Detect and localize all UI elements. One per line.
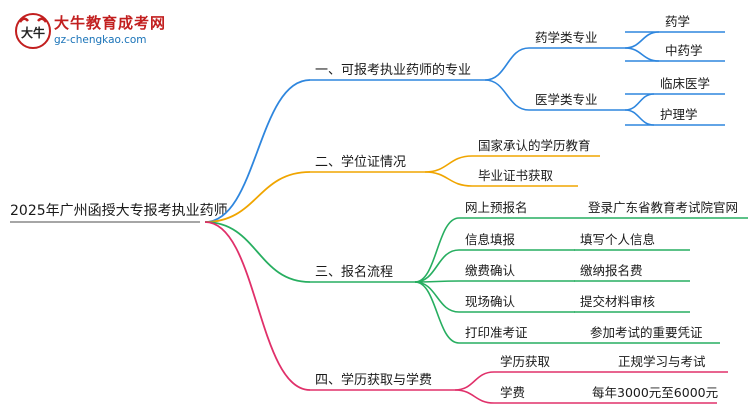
branch-3-child-1-leaf-1-label: 登录广东省教育考试院官网	[588, 200, 738, 215]
branch-3-connector	[204, 221, 311, 283]
root-node-label: 2025年广州函授大专报考执业药师	[10, 203, 228, 219]
branch-3-child-5-leaf-1-label: 参加考试的重要凭证	[590, 325, 703, 340]
branch-4-child-2-connector	[454, 389, 495, 404]
branch-1-child-1-leaf-2-label: 中药学	[665, 43, 703, 58]
branch-3-child-5-connector	[414, 281, 460, 344]
branch-4-child-2-leaf-1-label: 每年3000元至6000元	[592, 385, 718, 400]
branch-2-child-2-connector	[424, 171, 473, 187]
branch-1-child-1-connector	[484, 47, 530, 81]
branch-4-connector	[204, 221, 311, 391]
branch-3-child-4-leaf-1-label: 提交材料审核	[580, 294, 656, 309]
branch-1-child-2-leaf-1-label: 临床医学	[660, 76, 710, 91]
branch-1-connector	[204, 79, 311, 223]
branch-3-child-2-label: 信息填报	[465, 232, 516, 247]
branch-2-label: 二、学位证情况	[315, 154, 406, 170]
branch-1-child-1-leaf-1-connector	[624, 31, 660, 49]
branch-3-child-3-label: 缴费确认	[465, 263, 516, 278]
branch-3-child-1-connector	[414, 217, 460, 283]
branch-1-child-2-leaf-2-label: 护理学	[660, 107, 698, 122]
branch-1-child-2-leaf-2-connector	[624, 109, 655, 126]
branch-1-child-1-label: 药学类专业	[535, 30, 598, 45]
bull-logo-icon: 大牛	[15, 13, 51, 49]
branch-4-child-2-label: 学费	[500, 385, 525, 400]
logo-url: gz-chengkao.com	[54, 34, 147, 46]
logo-title: 大牛教育成考网	[54, 14, 167, 32]
site-logo[interactable]: 大牛 大牛教育成考网 gz-chengkao.com	[14, 10, 167, 54]
branch-3-child-2-leaf-1-label: 填写个人信息	[580, 232, 655, 247]
branch-1-child-1-leaf-2-connector	[624, 47, 660, 62]
branch-1-child-2-label: 医学类专业	[535, 92, 598, 107]
branch-3-child-3-leaf-1-label: 缴纳报名费	[580, 263, 643, 278]
branch-2-child-1-connector	[424, 155, 473, 173]
branch-3-child-2-connector	[414, 249, 460, 283]
branch-4-child-1-connector	[454, 371, 495, 391]
branch-1-label: 一、可报考执业药师的专业	[315, 62, 471, 78]
branch-4-child-1-label: 学历获取	[500, 354, 551, 369]
branch-3-child-4-label: 现场确认	[465, 294, 516, 309]
branch-4-label: 四、学历获取与学费	[315, 372, 432, 388]
branch-3-child-4-connector	[414, 281, 460, 313]
branch-1-child-2-leaf-1-connector	[624, 93, 655, 111]
branch-2-child-1-label: 国家承认的学历教育	[478, 138, 591, 153]
branch-3-child-1-label: 网上预报名	[465, 200, 528, 215]
branch-1-child-1-leaf-1-label: 药学	[665, 14, 690, 29]
branch-3-child-5-label: 打印准考证	[465, 325, 528, 340]
branch-1-child-2-connector	[484, 79, 530, 111]
branch-2-connector	[204, 171, 311, 223]
branch-4-child-1-leaf-1-label: 正规学习与考试	[618, 354, 706, 369]
branch-2-child-2-label: 毕业证书获取	[478, 168, 554, 183]
branch-3-label: 三、报名流程	[315, 264, 393, 280]
logo-mark-text: 大牛	[21, 25, 45, 40]
